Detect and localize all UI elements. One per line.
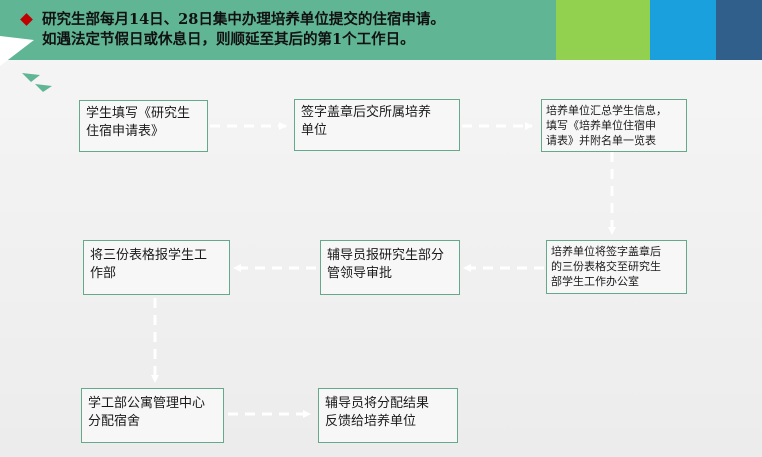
step7-line2: 分配宿舍: [88, 414, 141, 429]
step7-line1: 学工部公寓管理中心: [88, 396, 206, 411]
corner-triangle-icon: [35, 84, 52, 92]
step1-line1: 学生填写《研究生: [86, 106, 191, 121]
banner-notch-icon: [0, 36, 34, 66]
flow-step-1: 学生填写《研究生 住宿申请表》: [79, 100, 208, 152]
step3-line3: 请表》并附名单一览表: [546, 134, 656, 147]
step6-line1: 将三份表格报学生工: [90, 248, 208, 263]
step4-line3: 部学生工作办公室: [551, 275, 639, 288]
step8-line2: 反馈给培养单位: [325, 414, 417, 429]
notice-line-2: 如遇法定节假日或休息日，则顺延至其后的第1个工作日。: [42, 31, 415, 48]
step5-line1: 辅导员报研究生部分: [327, 248, 445, 263]
step4-line2: 的三份表格交至研究生: [551, 260, 661, 273]
corner-triangle-icon: [22, 73, 40, 82]
flow-step-8: 辅导员将分配结果 反馈给培养单位: [318, 388, 458, 443]
step8-line1: 辅导员将分配结果: [325, 396, 430, 411]
notice-line-1: 研究生部每月14日、28日集中办理培养单位提交的住宿申请。: [42, 11, 445, 28]
header-banner: [0, 0, 556, 60]
step4-line1: 培养单位将签字盖章后: [551, 245, 661, 258]
header-stripe-navy: [716, 0, 762, 60]
flow-step-4: 培养单位将签字盖章后 的三份表格交至研究生 部学生工作办公室: [546, 240, 687, 294]
flow-step-6: 将三份表格报学生工 作部: [83, 240, 230, 295]
step6-line2: 作部: [90, 266, 117, 281]
header-stripe-lime: [556, 0, 650, 60]
step2-line2: 单位: [301, 123, 328, 138]
flow-step-5: 辅导员报研究生部分 管领导审批: [320, 240, 460, 295]
step1-line2: 住宿申请表》: [86, 124, 165, 139]
flow-step-3: 培养单位汇总学生信息， 填写《培养单位住宿申 请表》并附名单一览表: [541, 99, 687, 152]
notice: 研究生部每月14日、28日集中办理培养单位提交的住宿申请。 如遇法定节假日或休息…: [20, 10, 552, 50]
flow-step-2: 签字盖章后交所属培养 单位: [294, 99, 460, 151]
flow-step-7: 学工部公寓管理中心 分配宿舍: [81, 388, 224, 443]
step3-line2: 填写《培养单位住宿申: [546, 119, 656, 132]
header-stripe-blue: [650, 0, 716, 60]
step3-line1: 培养单位汇总学生信息，: [546, 104, 667, 117]
step2-line1: 签字盖章后交所属培养: [301, 105, 432, 120]
step5-line2: 管领导审批: [327, 266, 393, 281]
